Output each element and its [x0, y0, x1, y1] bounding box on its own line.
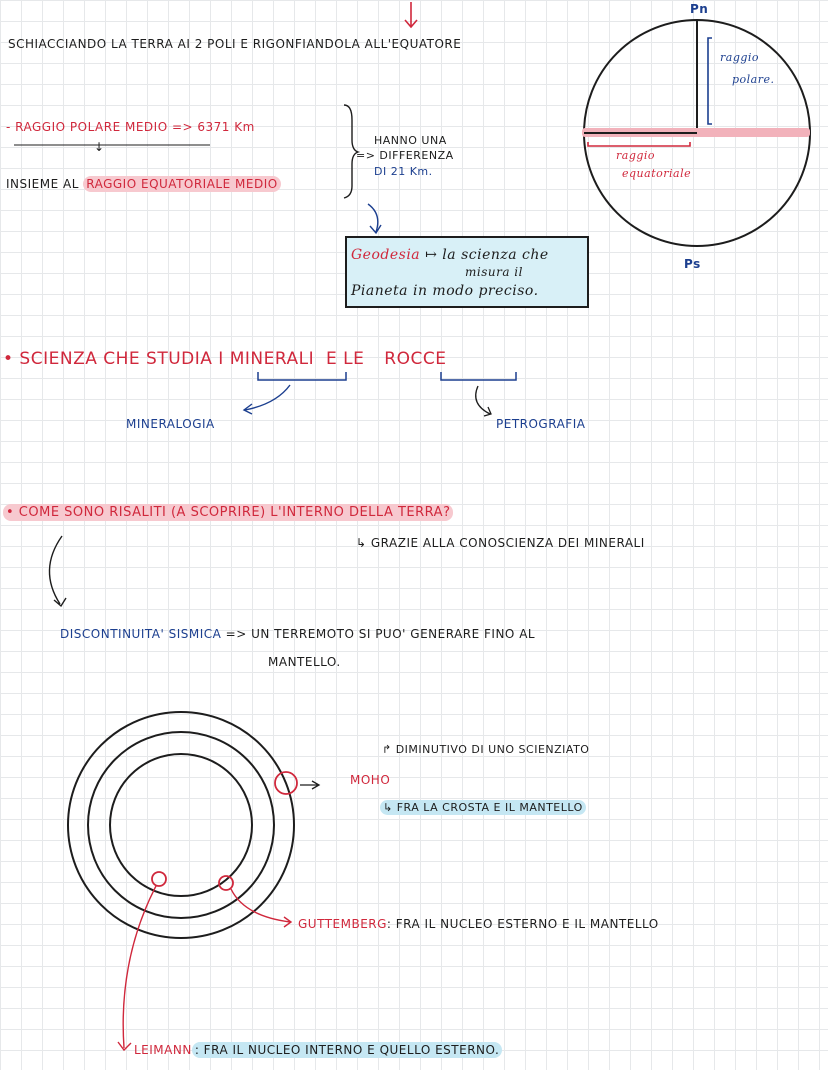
moho-desc-text: ↳ FRA LA CROSTA E IL MANTELLO [380, 800, 586, 815]
gutenberg-label: GUTTEMBERG [298, 917, 387, 931]
hanno-una: HANNO UNA [374, 134, 447, 147]
raggio-polare-label-1: raggio [720, 51, 760, 64]
geodesia-line-3: Pianeta in modo preciso. [351, 283, 539, 299]
raggio-equatoriale-label-2: equatoriale [622, 167, 692, 180]
right-brace [343, 104, 361, 199]
insieme-line: INSIEME AL RAGGIO EQUATORIALE MEDIO [6, 176, 281, 192]
di-21km-text: DI 21 Km. [374, 165, 433, 178]
insieme-text: INSIEME AL [6, 177, 79, 191]
differenza: => DIFFERENZA [356, 149, 454, 162]
lehmann-desc: : FRA IL NUCLEO INTERNO E QUELLO ESTERNO… [191, 1042, 503, 1058]
scienza-prefix: • SCIENZA CHE STUDIA I [3, 349, 224, 369]
scienza-title: • SCIENZA CHE STUDIA I MINERALI E LE ROC… [3, 350, 446, 369]
middle-circle [87, 731, 275, 919]
moho-arrow [300, 780, 321, 790]
di-21km: DI 21 Km. [374, 165, 433, 178]
gutenberg-marker [218, 875, 234, 891]
raggio-polare-medio: - RAGGIO POLARE MEDIO => 6371 Km [6, 120, 255, 134]
raggio-polare-label-2: polare. [732, 73, 775, 86]
to-geodesia-arrow [367, 203, 382, 235]
rocce-bracket [440, 372, 517, 381]
lehmann-marker [151, 871, 167, 887]
geodesia-word: Geodesia [351, 247, 421, 263]
diminutivo: ↱ DIMINUTIVO DI UNO SCIENZIATO [382, 743, 590, 756]
moho-marker [274, 771, 298, 795]
polar-bracket [707, 37, 712, 125]
earth-diagram [582, 19, 811, 247]
top-arrow-icon [404, 2, 418, 29]
layers-diagram [67, 711, 321, 1052]
outer-circle [67, 711, 295, 939]
minerali-bracket [257, 372, 347, 381]
lehmann-line: LEIMANN: FRA IL NUCLEO INTERNO E QUELLO … [134, 1042, 503, 1058]
curve-arrow [48, 535, 67, 608]
pn-label: Pn [690, 2, 709, 16]
petrografia: PETROGRAFIA [496, 417, 586, 431]
mineralogia-arrow [242, 384, 291, 415]
gutenberg-line: GUTTEMBERG: FRA IL NUCLEO ESTERNO E IL M… [298, 917, 659, 931]
gutenberg-arrow [230, 888, 293, 928]
mantello-word: MANTELLO. [268, 655, 341, 669]
down-arrow: ↓ [94, 140, 105, 154]
scienza-e-le: E LE [326, 349, 365, 369]
equatorial-bracket [587, 142, 691, 147]
ps-label: Ps [684, 257, 701, 271]
raggio-polare-medio-text: - RAGGIO POLARE MEDIO => 6371 Km [6, 120, 255, 134]
raggio-equatoriale-label-1: raggio [616, 149, 656, 162]
scienza-rocce: ROCCE [384, 349, 447, 369]
interno-question-text: • COME SONO RISALITI (A SCOPRIRE) L'INTE… [3, 504, 454, 521]
geodesia-def-1: ↦ la scienza che [425, 247, 549, 263]
lehmann-arrow [117, 885, 157, 1052]
discontinuita-line: DISCONTINUITA' SISMICA => UN TERREMOTO S… [60, 627, 536, 641]
geodesia-line-2: misura il [465, 265, 523, 279]
inner-circle [109, 753, 253, 897]
interno-answer: ↳ GRAZIE ALLA CONOSCIENZA DEI MINERALI [356, 536, 645, 550]
discontinuita-text: => UN TERREMOTO SI PUO' GENERARE FINO AL [225, 627, 536, 641]
intro-line: SCHIACCIANDO LA TERRA AI 2 POLI E RIGONF… [8, 37, 462, 51]
geodesia-line-1: Geodesia ↦ la scienza che [351, 247, 549, 263]
mineralogia: MINERALOGIA [126, 417, 215, 431]
gutenberg-desc: : FRA IL NUCLEO ESTERNO E IL MANTELLO [386, 917, 659, 931]
moho-label: MOHO [350, 773, 391, 787]
interno-question: • COME SONO RISALITI (A SCOPRIRE) L'INTE… [3, 504, 454, 521]
lehmann-label: LEIMANN [134, 1043, 192, 1057]
moho-desc: ↳ FRA LA CROSTA E IL MANTELLO [380, 800, 586, 815]
petrografia-arrow [475, 385, 492, 417]
raggio-equatoriale-medio: RAGGIO EQUATORIALE MEDIO [83, 176, 281, 192]
scienza-minerali: MINERALI [229, 349, 315, 369]
geodesia-box: Geodesia ↦ la scienza che misura il Pian… [345, 236, 589, 308]
discontinuita-label: DISCONTINUITA' SISMICA [60, 627, 222, 641]
